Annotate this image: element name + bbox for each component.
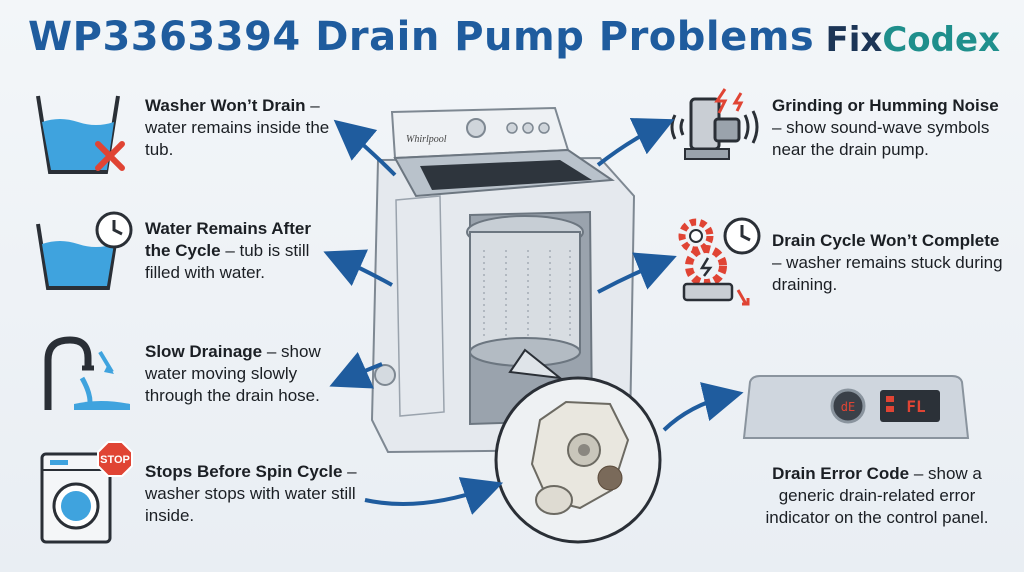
problem-drain-error-code: Drain Error Code – show a generic drain-… — [765, 464, 989, 527]
washer-logo: Whirlpool — [406, 134, 447, 145]
faucet-drain-icon — [30, 330, 135, 415]
tub-x-icon — [30, 88, 135, 183]
control-panel-icon: dE FL — [740, 372, 970, 442]
problem-stops-before-spin: Stops Before Spin Cycle – washer stops w… — [145, 462, 357, 525]
problem-drain-cycle: Drain Cycle Won’t Complete – washer rema… — [772, 231, 1003, 294]
problem-washer-wont-drain: Washer Won’t Drain – water remains insid… — [145, 96, 330, 159]
pump-noise-icon — [665, 85, 765, 170]
stop-sign-text: STOP — [100, 454, 130, 466]
problem-grinding-noise: Grinding or Humming Noise – show sound-w… — [772, 96, 999, 159]
page-title: WP3363394 Drain Pump Problems — [28, 14, 815, 60]
washer-stop-icon: STOP — [38, 438, 138, 546]
knob-code: dE — [841, 400, 855, 414]
problem-water-remains: Water Remains After the Cycle – tub is s… — [145, 219, 311, 282]
error-code-display: FL — [906, 397, 925, 416]
problem-slow-drainage: Slow Drainage – show water moving slowly… — [145, 342, 321, 405]
gears-clock-icon — [672, 212, 767, 312]
tub-clock-icon — [30, 210, 135, 295]
brand-logo: FixCodex — [825, 20, 1000, 60]
